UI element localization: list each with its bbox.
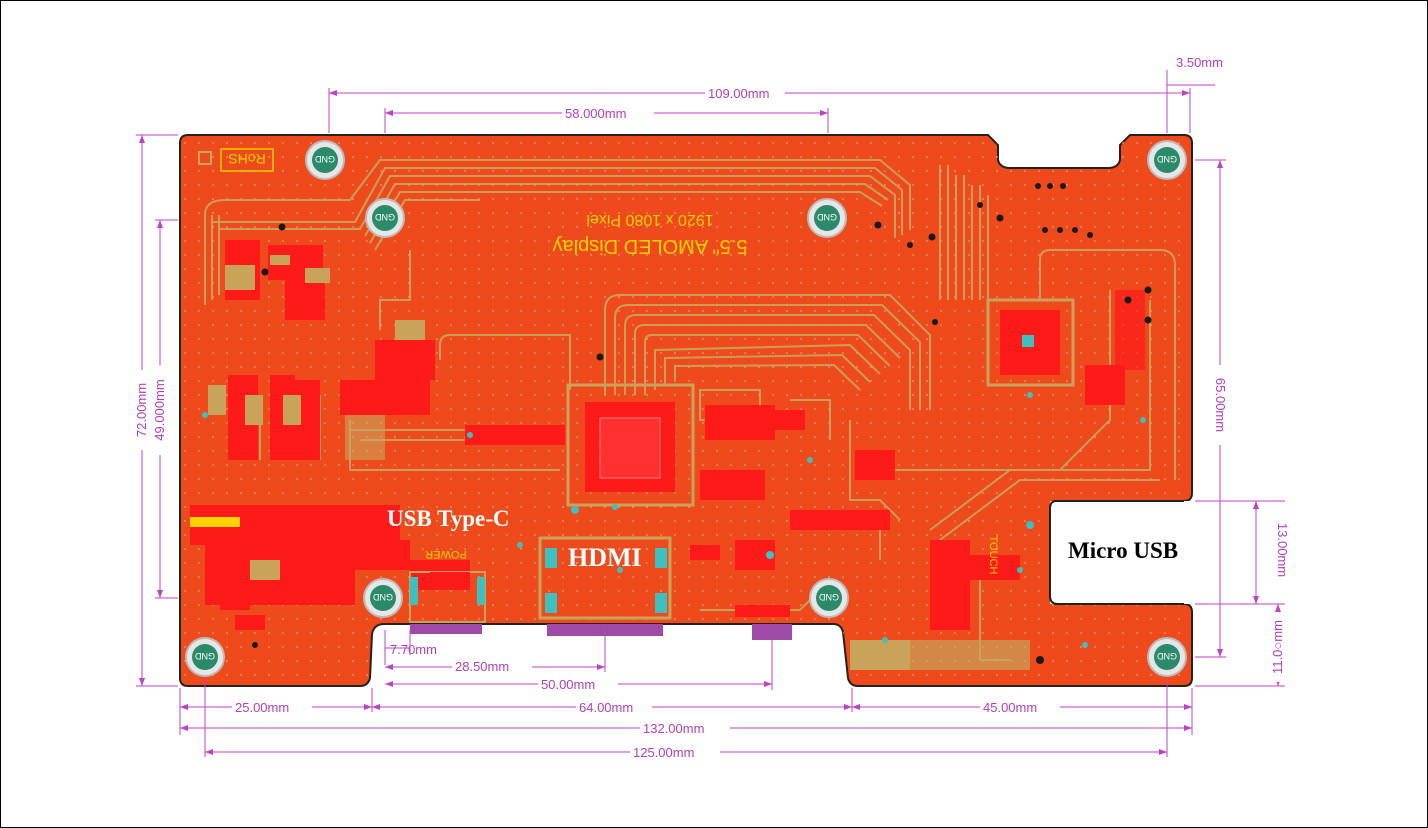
gnd-hole-4: GND [807, 198, 847, 238]
dim-13: 13.00mm [1275, 523, 1290, 577]
display-bridge-chip [986, 290, 1145, 405]
dim-49: 49.000mm [152, 379, 167, 440]
resolution-silkscreen: 1920 x 1080 Pixel [586, 211, 713, 228]
dim-58: 58.000mm [565, 106, 626, 121]
dim-132: 132.00mm [643, 721, 704, 736]
rohs-box [220, 148, 274, 172]
gnd-hole-1: GND [305, 140, 345, 180]
dim-45: 45.00mm [983, 700, 1037, 715]
components-left [208, 240, 565, 460]
power-silkscreen: POWER [425, 548, 467, 560]
dim-7-70: 7.70mm [390, 642, 437, 657]
gnd-hole-5: GND [363, 578, 403, 618]
micro-usb-callout: Micro USB [1068, 538, 1179, 563]
rohs-label: RoHS [228, 151, 265, 167]
test-points [202, 392, 1146, 648]
edge-connectors [410, 624, 792, 640]
gnd-hole-2: GND [1147, 140, 1187, 180]
gnd-label: GND [315, 154, 336, 164]
gnd-label: GND [817, 212, 838, 222]
dim-65: 65.00mm [1213, 378, 1228, 432]
dim-64: 64.00mm [579, 700, 633, 715]
gnd-label: GND [819, 592, 840, 602]
dimension-labels: 3.50mm 109.00mm 58.000mm 72.00mm 49.000m… [134, 55, 1290, 760]
micro-usb-cutout [1050, 501, 1192, 604]
dim-3-50: 3.50mm [1176, 55, 1223, 70]
gnd-label: GND [1157, 154, 1178, 164]
dimension-arrows [139, 90, 1281, 755]
dim-25: 25.00mm [235, 700, 289, 715]
usb-c-footprint [409, 571, 486, 623]
gnd-hole-6: GND [809, 578, 849, 618]
dim-11: 11.0○mm [1270, 620, 1285, 674]
usb-type-c-callout: USB Type-C [387, 506, 510, 531]
vias [252, 183, 1152, 664]
display-title-silkscreen: 5.5" AMOLED Display [553, 235, 748, 257]
dim-109: 109.00mm [708, 86, 769, 101]
components-middle [690, 405, 1030, 670]
touch-silkscreen: TOUCH [987, 536, 999, 575]
gnd-label: GND [195, 651, 216, 661]
dim-72: 72.00mm [134, 383, 149, 437]
gnd-hole-3: GND [365, 198, 405, 238]
gnd-label: GND [375, 212, 396, 222]
hdmi-footprint [538, 536, 672, 620]
gnd-hole-7: GND [185, 637, 225, 677]
gnd-hole-8: GND [1147, 637, 1187, 677]
dim-125: 125.00mm [633, 745, 694, 760]
dim-50: 50.00mm [541, 677, 595, 692]
gnd-label: GND [373, 592, 394, 602]
fiducial-mark [198, 151, 212, 165]
gnd-label: GND [1157, 651, 1178, 661]
hdmi-callout: HDMI [568, 543, 642, 572]
dim-28-50: 28.50mm [455, 659, 509, 674]
main-processor [566, 383, 695, 507]
